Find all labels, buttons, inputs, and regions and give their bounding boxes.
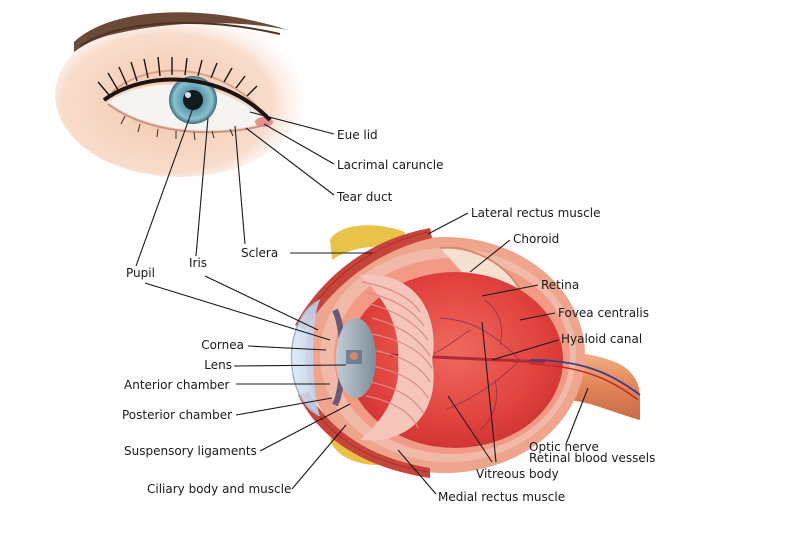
eyebrow [74, 12, 288, 52]
label-eyelid: Eue lid [337, 128, 378, 142]
label-lacrimal-caruncle: Lacrimal caruncle [337, 158, 444, 172]
fat-upper [330, 225, 405, 260]
label-vitreous-body: Vitreous body [476, 467, 559, 481]
label-hyaloid-canal: Hyaloid canal [561, 332, 643, 346]
label-medial-rectus: Medial rectus muscle [438, 490, 566, 504]
label-cornea: Cornea [201, 338, 244, 352]
label-choroid: Choroid [513, 232, 560, 246]
leader-lines [135, 107, 589, 495]
label-iris: Iris [189, 256, 208, 270]
label-pupil: Pupil [126, 266, 155, 280]
label-posterior-chamber: Posterior chamber [122, 408, 233, 422]
eye-cross-section [290, 225, 641, 478]
label-retina: Retina [541, 278, 580, 292]
label-lens: Lens [204, 358, 232, 372]
label-fovea-centralis: Fovea centralis [558, 306, 649, 320]
ciliary-fan [360, 274, 434, 441]
external-eye [55, 12, 305, 177]
label-retinal-blood-vessels: Retinal blood vessels [529, 451, 656, 465]
label-anterior-chamber: Anterior chamber [124, 378, 230, 392]
label-optic-nerve: Optic nerve [529, 440, 599, 454]
label-lateral-rectus: Lateral rectus muscle [471, 206, 601, 220]
cornea-shape [291, 300, 320, 416]
label-sclera: Sclera [241, 246, 279, 260]
label-suspensory-ligaments: Suspensory ligaments [124, 444, 257, 458]
label-ciliary-body: Ciliary body and muscle [147, 482, 292, 496]
vessel-network [429, 299, 521, 431]
label-tear-duct: Tear duct [337, 190, 393, 204]
